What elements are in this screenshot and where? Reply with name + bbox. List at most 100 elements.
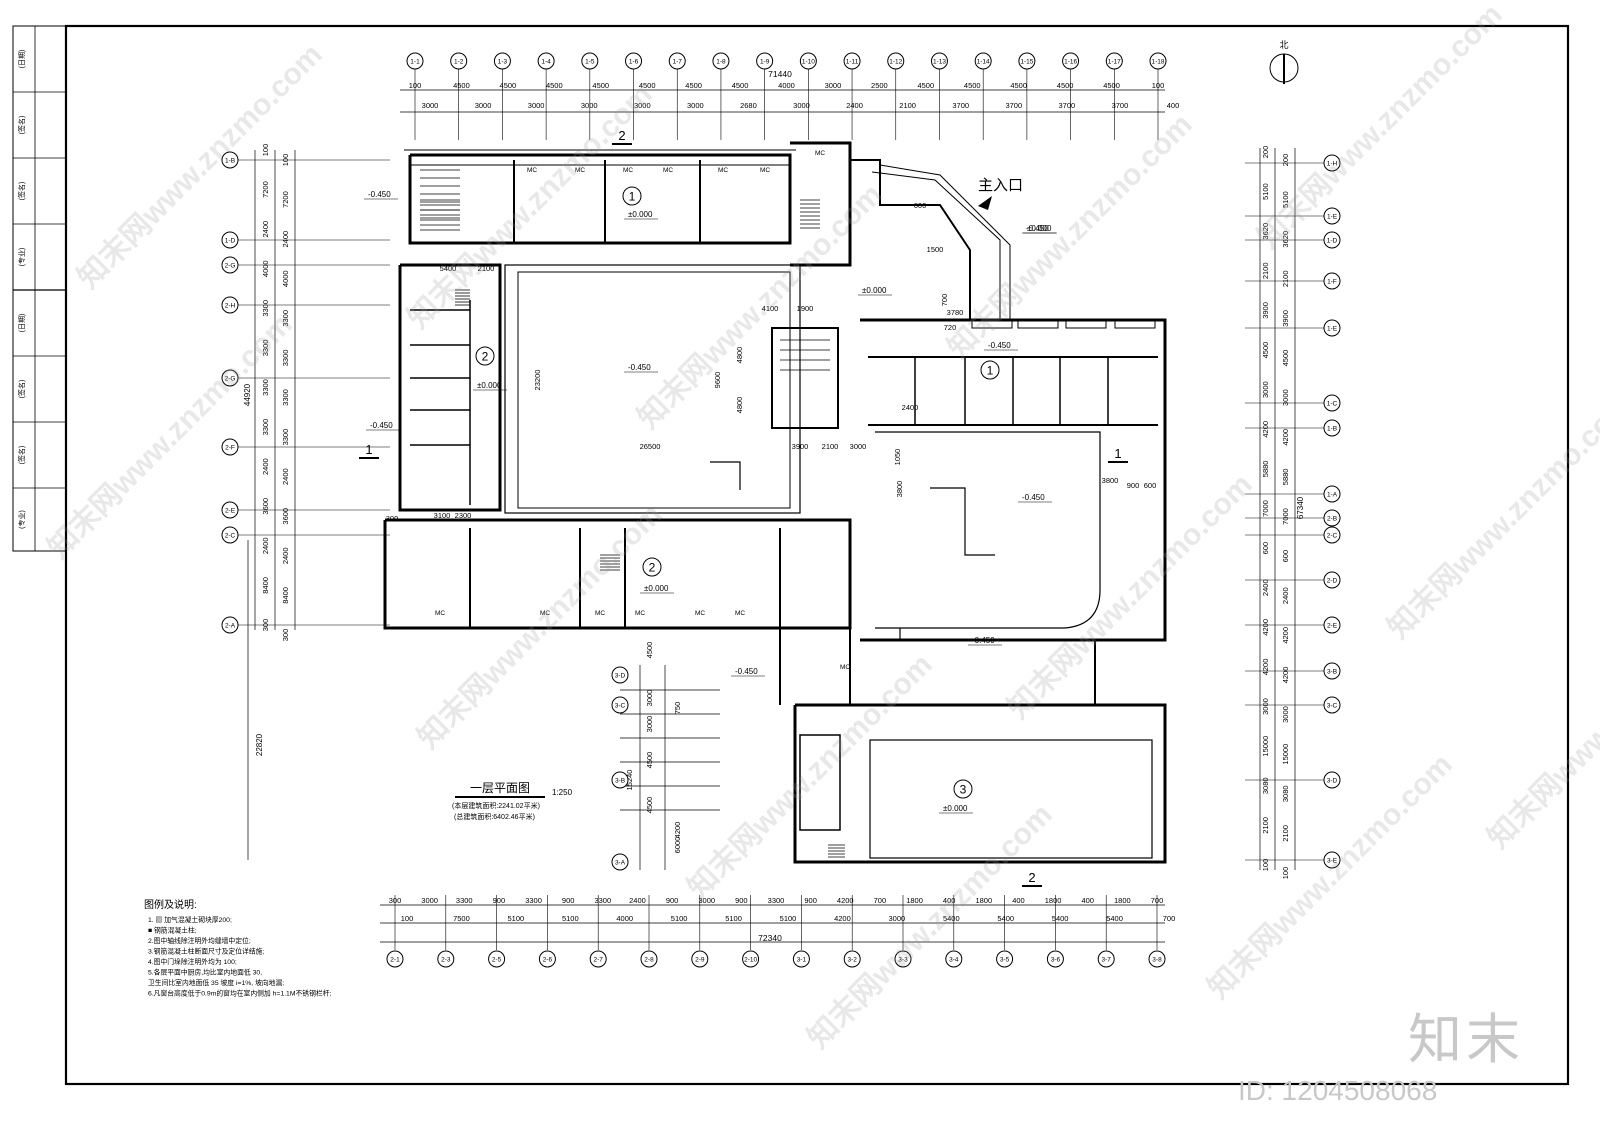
axis-bubble: 3-3 <box>894 950 912 968</box>
right-dim: 7000 <box>1261 500 1270 517</box>
axis-label: 2-E <box>225 508 236 515</box>
left-dim: 300 <box>281 629 290 642</box>
axis-bubble: 2-6 <box>538 950 556 968</box>
axis-label: 2-C <box>1327 533 1338 540</box>
inner-dim: 3800 <box>895 481 904 498</box>
axis-label: 2-C <box>225 533 236 540</box>
level-label: -0.450 <box>370 421 393 430</box>
inner-dim: 3900 <box>792 442 809 451</box>
entrance-arrow-icon <box>978 196 992 210</box>
right-dim: 3000 <box>1281 706 1290 723</box>
note-line: 6.凡窗台高度低于0.9m的窗均在室内侧加 h=1.1M不锈钢栏杆; <box>148 989 331 998</box>
axis-label: 2-H <box>225 303 236 310</box>
bottom-dim: 5100 <box>671 914 688 923</box>
axis-label: 1-B <box>1327 426 1337 433</box>
axis-bubble: 2-E <box>1323 616 1341 634</box>
bottom-dim: 4200 <box>834 914 851 923</box>
right-dim: 100 <box>1281 867 1290 880</box>
top-dim: 4500 <box>1057 81 1074 90</box>
section-mark: 1 <box>1114 446 1121 461</box>
axis-label: 1-7 <box>673 59 683 66</box>
rear-dim: 4500 <box>645 752 654 769</box>
title-block-label: (专业) <box>17 248 26 267</box>
axis-label: 3-E <box>1327 858 1338 865</box>
axis-label: 2-10 <box>744 957 757 964</box>
level-label: -0.450 <box>988 341 1011 350</box>
axis-bubble: 3-A <box>611 853 629 871</box>
title-block-label: (签名) <box>17 446 26 465</box>
inner-dim: 300 <box>386 514 399 523</box>
axis-label: 3-3 <box>898 957 908 964</box>
inner-dim: 900 <box>1127 481 1140 490</box>
axis-bubble: 1-10 <box>799 52 817 70</box>
rear-dim: 4500 <box>645 797 654 814</box>
axis-bubble: 3-C <box>611 696 629 714</box>
bottom-dim: 900 <box>562 896 575 905</box>
bottom-dim: 4200 <box>837 896 854 905</box>
axis-label: 2-3 <box>441 957 451 964</box>
level-label: ±0.000 <box>628 210 653 219</box>
top-dim: 3000 <box>422 101 439 110</box>
left-dim: 3600 <box>261 498 270 515</box>
axis-label: 3-5 <box>1000 957 1010 964</box>
top-dim: 4500 <box>453 81 470 90</box>
drawing-title: 一层平面图 <box>470 781 530 795</box>
left-dim: 2400 <box>261 537 270 554</box>
top-dim: 4500 <box>685 81 702 90</box>
axis-label: 3-C <box>1327 703 1338 710</box>
right-dim: 3000 <box>1281 389 1290 406</box>
level-label: -0.450 <box>1022 493 1045 502</box>
top-dim: 2680 <box>740 101 757 110</box>
axis-label: 2-1 <box>390 957 400 964</box>
axis-label: 1-10 <box>802 59 815 66</box>
right-dim: 5880 <box>1281 469 1290 486</box>
bottom-dim: 900 <box>666 896 679 905</box>
axis-label: 1-17 <box>1108 59 1121 66</box>
title-block-label: (签名) <box>17 182 26 201</box>
left-dim: 300 <box>261 619 270 632</box>
axis-bubble: 1-12 <box>887 52 905 70</box>
bottom-dim: 3000 <box>698 896 715 905</box>
axis-label: 3-B <box>615 778 625 785</box>
rear-dimension-chain: 4500300030004500450015240750420060003-D3… <box>611 642 682 871</box>
zone-circle <box>980 360 1000 380</box>
level-label: -0.450 <box>735 667 758 676</box>
right-dim: 2100 <box>1281 270 1290 287</box>
inner-dim: 5400 <box>440 264 457 273</box>
axis-bubble: 1-2 <box>450 52 468 70</box>
axis-bubble: 1-5 <box>581 52 599 70</box>
room-label: MC <box>435 610 445 617</box>
axis-label: 2-A <box>225 623 236 630</box>
right-dim: 4500 <box>1281 350 1290 367</box>
top-dim: 100 <box>1152 81 1165 90</box>
axis-label: 2-B <box>1327 516 1337 523</box>
axis-bubble: 2-F <box>221 438 239 456</box>
left-dim: 3300 <box>281 310 290 327</box>
bottom-dim: 3300 <box>768 896 785 905</box>
level-label: ±0.000 <box>644 584 669 593</box>
axis-label: 1-11 <box>846 59 859 66</box>
axis-bubble: 2-H <box>221 296 239 314</box>
bottom-dim: 900 <box>804 896 817 905</box>
bottom-dim: 7500 <box>453 914 470 923</box>
bottom-dim: 2400 <box>629 896 646 905</box>
axis-bubble: 3-C <box>1323 696 1341 714</box>
axis-bubble: 3-4 <box>945 950 963 968</box>
axis-bubble: 2-1 <box>386 950 404 968</box>
left-dim: 4000 <box>281 270 290 287</box>
axis-label: 1-3 <box>498 59 508 66</box>
axis-bubble: 2-10 <box>742 950 760 968</box>
axis-bubble: 1-B <box>221 151 239 169</box>
section-mark: 2 <box>1028 870 1035 885</box>
zone-circle <box>622 186 642 206</box>
axis-label: 2-8 <box>644 957 654 964</box>
left-dim: 2400 <box>261 458 270 475</box>
right-dim: 15000 <box>1281 744 1290 765</box>
axis-bubble: 2-3 <box>437 950 455 968</box>
top-dim: 2400 <box>846 101 863 110</box>
window-hatches <box>971 319 1156 329</box>
axis-bubble: 3-1 <box>792 950 810 968</box>
